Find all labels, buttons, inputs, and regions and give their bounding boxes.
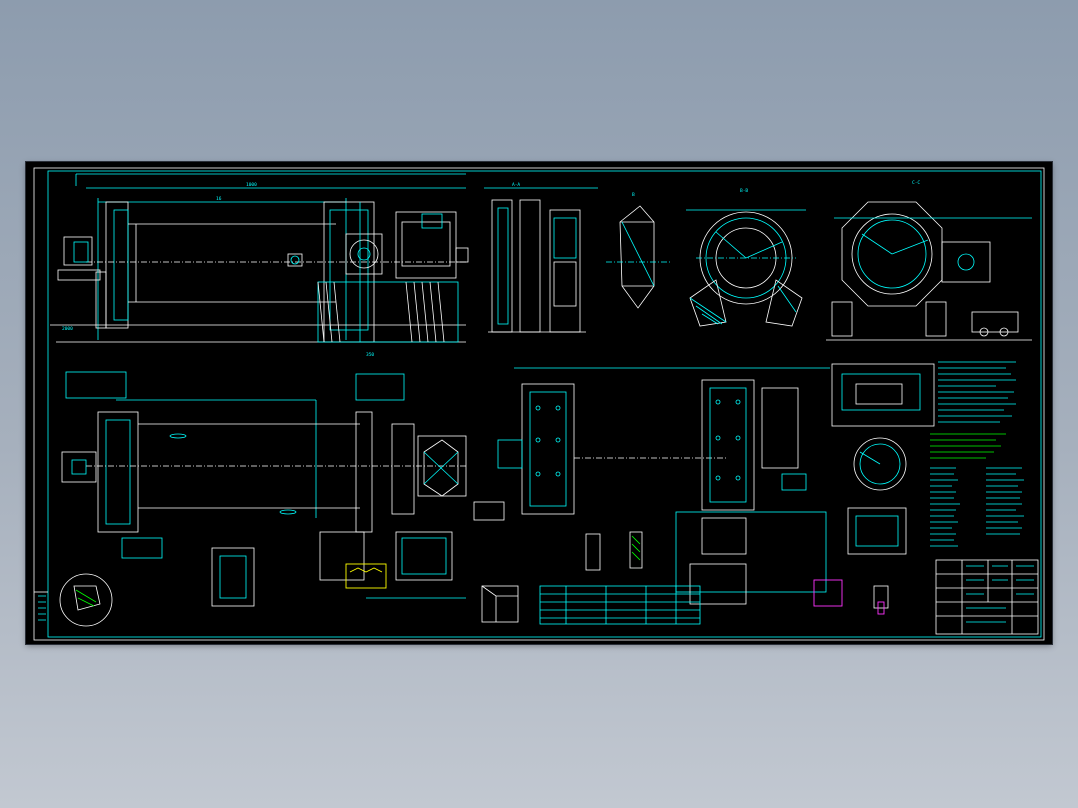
circular-section-view-2: C-C bbox=[826, 180, 1032, 341]
circular-section-view-1: B-B bbox=[686, 188, 806, 327]
main-elevation-view: 1000 16 2000 350 bbox=[50, 173, 469, 358]
svg-text:350: 350 bbox=[366, 352, 374, 358]
foundation-plan-view bbox=[497, 367, 830, 605]
cad-drawing-sheet: 1000 16 2000 350 A-A B B-B bbox=[26, 162, 1052, 644]
outer-frame bbox=[33, 167, 1045, 641]
svg-text:2000: 2000 bbox=[62, 326, 73, 332]
parts-list-table bbox=[539, 585, 701, 625]
svg-text:B-B: B-B bbox=[740, 188, 748, 194]
svg-text:1000: 1000 bbox=[246, 182, 257, 188]
right-notes-and-details bbox=[813, 363, 935, 615]
title-block bbox=[935, 559, 1039, 635]
svg-text:C-C: C-C bbox=[912, 180, 920, 186]
svg-text:A-A: A-A bbox=[512, 182, 520, 188]
detail-views-left bbox=[59, 371, 519, 627]
svg-text:B: B bbox=[632, 192, 635, 198]
inner-frame bbox=[47, 170, 1042, 638]
plan-view bbox=[61, 399, 505, 599]
technical-notes-block bbox=[930, 361, 1024, 547]
ball-mill-assembly-drawing: 1000 16 2000 350 A-A B B-B bbox=[33, 167, 1045, 641]
hopper-view: B bbox=[606, 192, 672, 309]
left-margin-marks bbox=[38, 595, 46, 621]
svg-text:16: 16 bbox=[216, 196, 222, 202]
side-section-view: A-A bbox=[484, 182, 598, 333]
